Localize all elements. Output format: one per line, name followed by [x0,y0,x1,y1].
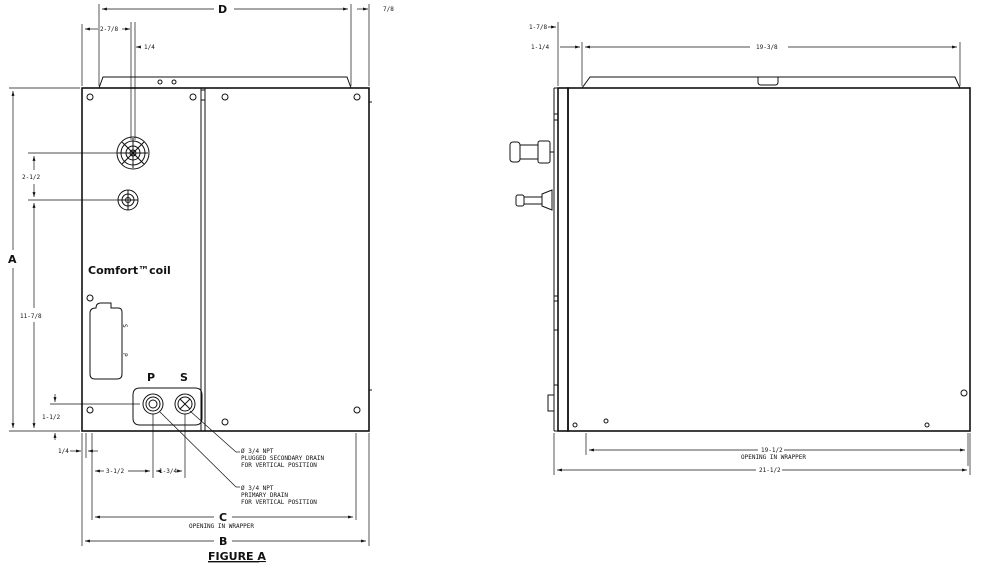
side-top-flange [581,76,961,89]
dim-b-label: B [219,535,227,548]
svg-text:2-7/8: 2-7/8 [100,26,118,33]
side-front-panel [557,87,569,432]
brand-logo: Comfort™coil [88,264,171,277]
svg-text:1-1/2: 1-1/2 [42,414,60,421]
drain-label-p: P [147,371,155,384]
dimension-1-7-8: 1-7/8 [529,22,559,86]
dimension-b: B [81,433,370,548]
side-suction-stub [509,140,554,164]
svg-text:FOR VERTICAL POSITION: FOR VERTICAL POSITION [241,499,317,506]
svg-text:21-1/2: 21-1/2 [759,467,781,474]
drain-label-s: S [180,371,188,384]
liquid-line-fitting [117,189,139,211]
dimension-1-1-2: 1-1/2 [42,394,140,440]
svg-text:7/8: 7/8 [383,6,394,13]
front-top-flange [98,76,352,89]
svg-text:OPENING IN WRAPPER: OPENING IN WRAPPER [741,454,806,461]
dimension-19-1-2: 19-1/2 OPENING IN WRAPPER [585,433,969,466]
primary-drain-fitting [142,393,164,415]
window-label-p: P [121,353,128,357]
screw-holes [86,93,361,426]
panel-hinge [200,89,206,101]
secondary-drain-callout: Ø 3/4 NPT PLUGGED SECONDARY DRAIN FOR VE… [189,410,324,469]
svg-text:1-1/4: 1-1/4 [531,44,549,51]
svg-text:2-1/2: 2-1/2 [22,174,40,181]
svg-text:11-7/8: 11-7/8 [20,313,42,320]
dimension-1-1-4: 1-1/4 [531,42,583,86]
svg-text:19-3/8: 19-3/8 [756,44,778,51]
dimension-1-3-4: 1-3/4 [156,468,182,475]
cabinet-outline [81,87,370,432]
svg-text:1/4: 1/4 [144,44,155,51]
dimension-7-8: 7/8 [357,4,394,86]
secondary-drain-fitting [174,393,196,415]
dimension-d: D [98,3,352,86]
dimension-2-1-2: 2-1/2 [22,152,118,201]
dimension-2-7-8: 2-7/8 [81,24,130,86]
svg-text:19-1/2: 19-1/2 [761,447,783,454]
dimension-1-4-top: 1/4 [130,22,155,140]
svg-text:Ø 3/4 NPT: Ø 3/4 NPT [241,485,274,492]
dimension-11-7-8: 11-7/8 [20,203,42,428]
svg-text:1/4: 1/4 [58,448,69,455]
svg-text:Ø 3/4 NPT: Ø 3/4 NPT [241,448,274,455]
dimension-3-1-2: 3-1/2 [91,414,186,520]
dim-d-label: D [218,3,227,16]
side-liquid-stub [515,189,553,211]
svg-text:FOR VERTICAL POSITION: FOR VERTICAL POSITION [241,462,317,469]
side-view: 1-7/8 1-1/4 19-3/8 19-1/2 OPENING IN WRA… [509,22,971,475]
side-screw-holes [572,389,968,428]
dimension-21-1-2: 21-1/2 [553,433,971,475]
svg-text:1-3/4: 1-3/4 [159,468,177,475]
figure-caption: FIGURE A [208,550,266,563]
svg-text:OPENING IN WRAPPER: OPENING IN WRAPPER [189,523,254,530]
flange-hole [157,79,163,85]
dim-c-label: C [219,511,227,524]
window-label-s: S [121,324,128,328]
drain-pan-plate [132,387,203,426]
dimension-19-3-8: 19-3/8 [585,42,961,86]
svg-text:3-1/2: 3-1/2 [106,468,124,475]
svg-text:1-7/8: 1-7/8 [529,24,547,31]
dimension-a: A [8,87,80,432]
inspection-window [89,302,123,380]
dim-a-label: A [8,253,17,266]
front-view: Comfort™coil S P P S D [8,3,394,563]
primary-drain-callout: Ø 3/4 NPT PRIMARY DRAIN FOR VERTICAL POS… [159,411,317,506]
side-cabinet-outline [567,87,971,432]
flange-hole [171,79,177,85]
suction-line-fitting [116,136,150,170]
svg-text:PLUGGED SECONDARY DRAIN: PLUGGED SECONDARY DRAIN [241,455,324,462]
dimension-1-4-bottom: 1/4 [58,433,98,458]
dimension-c: C OPENING IN WRAPPER [95,433,357,530]
svg-text:PRIMARY DRAIN: PRIMARY DRAIN [241,492,288,499]
